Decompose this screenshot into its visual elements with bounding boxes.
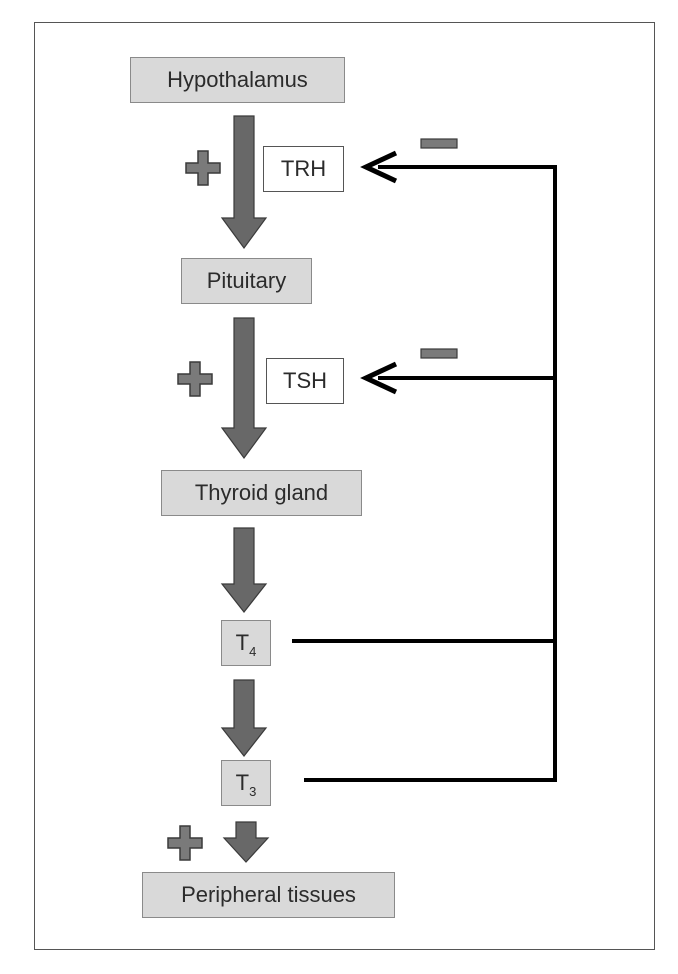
arrow-t4-to-t3	[220, 679, 268, 757]
pituitary-node: Pituitary	[181, 258, 312, 304]
minus-icon	[420, 138, 458, 149]
thyroid-gland-label: Thyroid gland	[194, 480, 329, 505]
tsh-hormone-box: TSH	[266, 358, 344, 404]
t3-label: T3	[235, 770, 257, 799]
t4-node: T4	[221, 620, 271, 666]
plus-icon	[167, 825, 203, 861]
plus-icon	[177, 361, 213, 397]
t3-label-base: T	[235, 770, 250, 795]
t3-label-subscript: 3	[249, 784, 257, 799]
arrow-thyroid-to-t4	[220, 527, 268, 613]
tsh-label: TSH	[283, 368, 327, 393]
pituitary-label: Pituitary	[206, 268, 287, 293]
trh-hormone-box: TRH	[263, 146, 344, 192]
feedback-arrowhead-tsh	[360, 361, 398, 395]
t4-label: T4	[235, 630, 257, 659]
trh-label: TRH	[280, 156, 327, 181]
hypothalamus-label: Hypothalamus	[167, 67, 308, 92]
hypothalamus-node: Hypothalamus	[130, 57, 345, 103]
t4-label-base: T	[235, 630, 250, 655]
peripheral-tissues-node: Peripheral tissues	[142, 872, 395, 918]
feedback-arrowhead-trh	[360, 150, 398, 184]
thyroid-gland-node: Thyroid gland	[161, 470, 362, 516]
plus-icon	[185, 150, 221, 186]
diagram-frame	[34, 22, 655, 950]
peripheral-tissues-label: Peripheral tissues	[181, 882, 356, 907]
t3-node: T3	[221, 760, 271, 806]
arrow-t3-to-peripheral	[222, 821, 270, 863]
arrow-hypothalamus-to-pituitary	[220, 115, 268, 250]
t4-label-subscript: 4	[249, 644, 257, 659]
arrow-pituitary-to-thyroid	[220, 317, 268, 460]
minus-icon	[420, 348, 458, 359]
